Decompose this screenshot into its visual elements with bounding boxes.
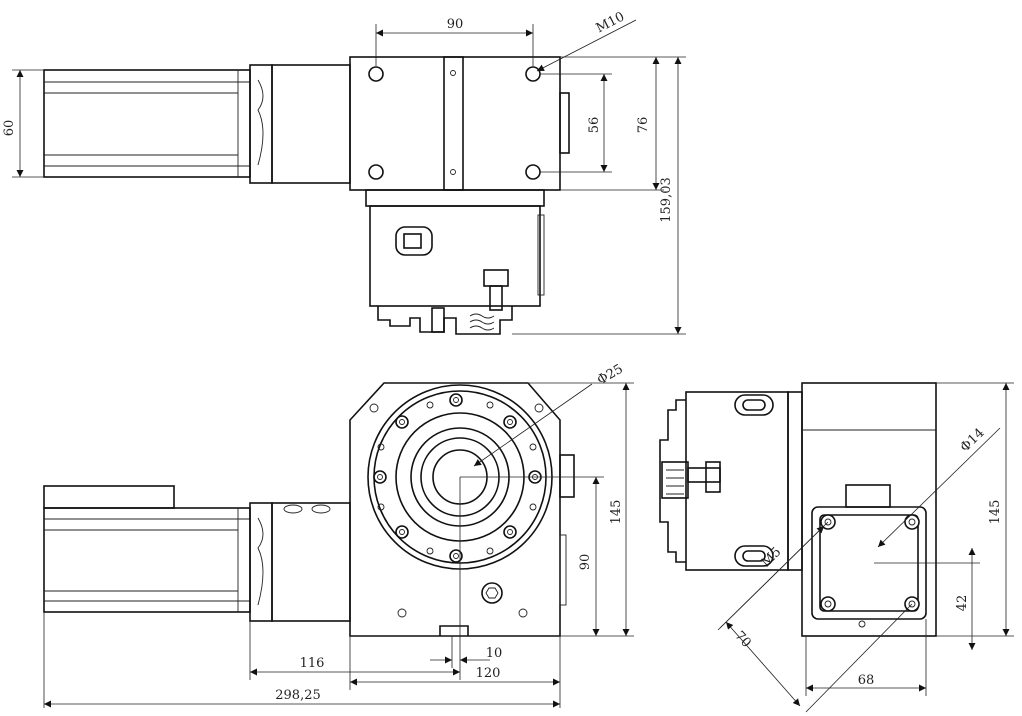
front-dimensions: Φ25 145 90 116 10 120 298,25: [43, 362, 634, 708]
dim-120: 120: [476, 666, 501, 681]
dim-298: 298,25: [275, 688, 321, 703]
top-bolt-hole-1: [368, 66, 384, 82]
dim-m10: M10: [594, 9, 627, 36]
dim-56: 56: [587, 117, 602, 134]
top-housing: [349, 56, 570, 191]
side-chuck: [659, 391, 803, 571]
dim-159: 159,03: [659, 177, 674, 223]
top-bolt-hole-3: [368, 164, 384, 180]
side-view: Φ14 M5 70 145 42 68: [659, 382, 1014, 713]
top-bolt-hole-2: [525, 66, 541, 82]
dim-42: 42: [955, 595, 970, 612]
dim-90-front: 90: [578, 554, 593, 571]
dim-90-top: 90: [447, 17, 464, 32]
dim-145-side: 145: [988, 500, 1003, 525]
dim-145-front: 145: [609, 500, 624, 525]
top-motor: [43, 64, 351, 184]
dim-76: 76: [636, 117, 651, 134]
dim-116: 116: [300, 656, 325, 671]
top-bolt-hole-4: [525, 164, 541, 180]
side-dimensions: Φ14 M5 70 145 42 68: [717, 382, 1014, 713]
front-motor: [43, 485, 351, 622]
dim-10: 10: [486, 646, 503, 661]
dim-68: 68: [858, 673, 875, 688]
top-dimensions: 90 M10 60 56 76 159,03: [2, 9, 686, 335]
top-view: 90 M10 60 56 76 159,03: [2, 9, 686, 335]
dim-phi25: Φ25: [595, 362, 626, 389]
top-chuck: [365, 189, 545, 335]
dim-60: 60: [2, 120, 17, 137]
front-view: Φ25 145 90 116 10 120 298,25: [43, 362, 634, 708]
dim-phi14: Φ14: [958, 426, 988, 456]
